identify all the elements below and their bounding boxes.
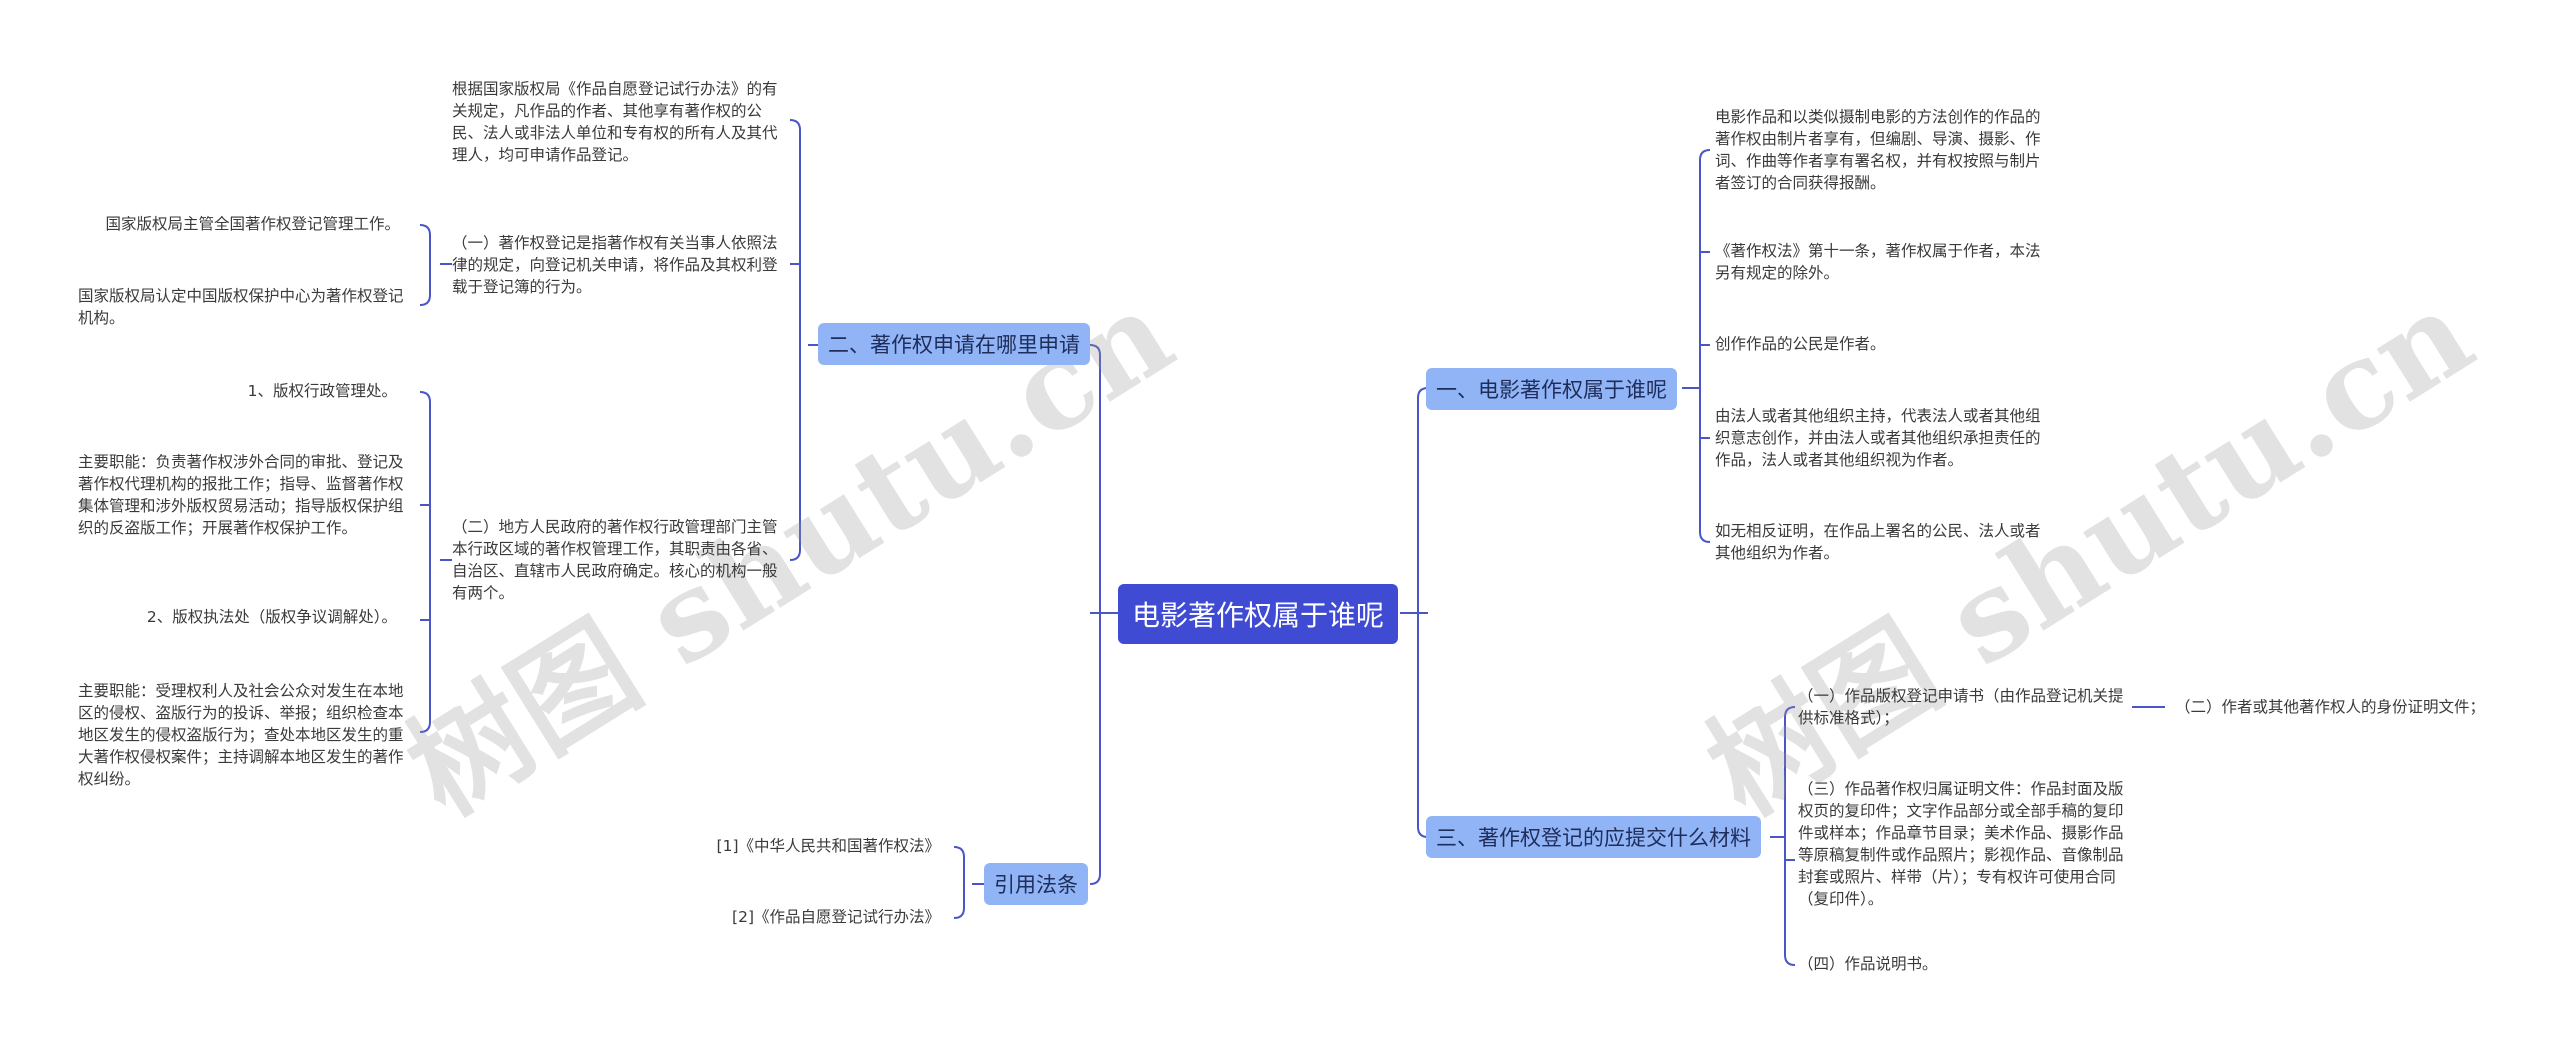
leaf-material-2: （三）作品著作权归属证明文件：作品封面及版权页的复印件；文字作品部分或全部手稿的… (1798, 780, 2124, 908)
t3-bracket-hook-0 (1784, 706, 1796, 718)
topic-who-owns[interactable]: 一、电影著作权属于谁呢 (1426, 368, 1677, 410)
t2-bracket-hook-0 (789, 119, 801, 131)
leaf-owner-2: 《著作权法》第十一条，著作权属于作者，本法另有规定的除外。 (1715, 242, 2041, 282)
leaf-sub2: （二）地方人民政府的著作权行政管理部门主管本行政区域的著作权管理工作，其职责由各… (452, 518, 778, 602)
leaf-owner-5: 如无相反证明，在作品上署名的公民、法人或者其他组织为作者。 (1715, 522, 2041, 562)
t1-bracket-hook-4 (1699, 531, 1711, 543)
topic-materials[interactable]: 三、著作权登记的应提交什么材料 (1426, 816, 1761, 858)
leaf-material-extra: （二）作者或其他著作权人的身份证明文件； (2175, 698, 2486, 716)
leaf-ref-2: [2]《作品自愿登记试行办法》 (732, 908, 940, 926)
leaf-sub2-item-2: 主要职能：负责著作权涉外合同的审批、登记及著作权代理机构的报批工作；指导、监督著… (78, 453, 404, 537)
leaf-material-1: （一）作品版权登记申请书（由作品登记机关提供标准格式）； (1798, 687, 2124, 727)
leaf-sub2-item-1: 1、版权行政管理处。 (247, 382, 397, 400)
sub2-bracket-hook-3 (419, 721, 431, 733)
root-left-bracket-hook-2 (1089, 873, 1101, 885)
ref-bracket-hook-1 (953, 907, 965, 919)
leaf-ref-1: [1]《中华人民共和国著作权法》 (716, 837, 940, 855)
topic-application-where[interactable]: 二、著作权申请在哪里申请 (818, 323, 1090, 365)
leaf-material-3: （四）作品说明书。 (1798, 955, 1938, 973)
root-topic[interactable]: 电影著作权属于谁呢 (1118, 584, 1399, 644)
t2-bracket-hook-2 (789, 549, 801, 561)
t3-bracket-hook-2 (1784, 954, 1796, 966)
sub2-bracket-hook-0 (419, 391, 431, 403)
topic-references[interactable]: 引用法条 (984, 863, 1088, 905)
leaf-sub1: （一）著作权登记是指著作权有关当事人依照法律的规定，向登记机关申请，将作品及其权… (452, 234, 778, 296)
root-left-bracket-hook-0 (1089, 344, 1101, 356)
leaf-sub2-item-3: 2、版权执法处（版权争议调解处）。 (146, 608, 397, 626)
leaf-sub2-item-4: 主要职能：受理权利人及社会公众对发生在本地区的侵权、盗版行为的投诉、举报；组织检… (78, 682, 404, 788)
leaf-owner-3: 创作作品的公民是作者。 (1715, 335, 1886, 353)
leaf-basis: 根据国家版权局《作品自愿登记试行办法》的有关规定，凡作品的作者、其他享有著作权的… (452, 80, 778, 164)
leaf-sub1-item-1: 国家版权局主管全国著作权登记管理工作。 (105, 215, 400, 233)
leaf-sub1-item-2: 国家版权局认定中国版权保护中心为著作权登记机构。 (78, 287, 404, 327)
ref-bracket-hook-0 (953, 846, 965, 858)
sub1-bracket-hook-0 (419, 224, 431, 236)
leaf-owner-4: 由法人或者其他组织主持，代表法人或者其他组织意志创作，并由法人或者其他组织承担责… (1715, 407, 2041, 469)
leaf-owner-1: 电影作品和以类似摄制电影的方法创作的作品的著作权由制片者享有，但编剧、导演、摄影… (1715, 108, 2041, 192)
sub1-bracket-hook-1 (419, 294, 431, 306)
t1-bracket-hook-0 (1699, 149, 1711, 161)
